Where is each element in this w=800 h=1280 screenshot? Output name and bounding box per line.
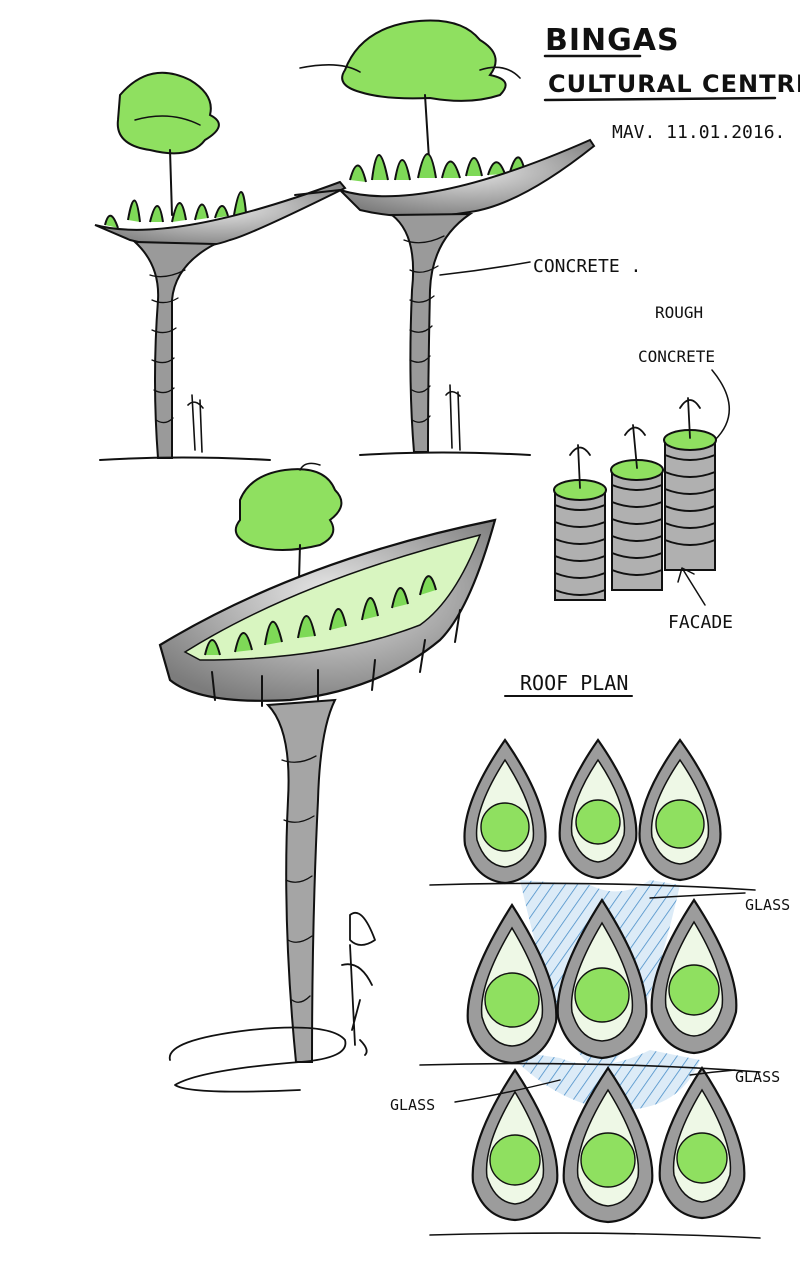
tree-canopy-3: [234, 468, 343, 551]
label-glass-1: GLASS: [745, 896, 790, 914]
facade-columns: [553, 397, 717, 601]
label-roof-plan: ROOF PLAN: [520, 671, 628, 695]
tree-planter-2: [294, 19, 596, 456]
tree-planter-large: [158, 462, 497, 1093]
tree-planter-1: [94, 71, 347, 461]
title-block: BINGAS CULTURAL CENTRE MAV. 11.01.2016.: [543, 23, 800, 143]
tree-canopy-1: [116, 71, 220, 155]
sketch-date: MAV. 11.01.2016.: [612, 122, 785, 143]
tree-canopy-2: [341, 19, 507, 102]
facade-detail: ROUGH CONCRETE FA: [553, 303, 733, 633]
title-line-2: CULTURAL CENTRE: [548, 70, 800, 98]
label-concrete: CONCRETE .: [533, 256, 641, 277]
roof-plan: ROOF PLAN: [390, 671, 790, 1239]
planter-plants-2: [349, 153, 525, 183]
label-rough-concrete-line1: ROUGH: [655, 303, 703, 322]
planter-plants-3: [204, 575, 437, 656]
label-glass-3: GLASS: [390, 1096, 435, 1114]
label-facade: FACADE: [668, 612, 733, 633]
label-rough-concrete-line2: CONCRETE: [638, 347, 715, 366]
planter-plants-1: [104, 191, 247, 229]
title-line-1: BINGAS: [545, 23, 680, 58]
label-glass-2: GLASS: [735, 1068, 780, 1086]
roof-pods: [463, 738, 746, 1224]
